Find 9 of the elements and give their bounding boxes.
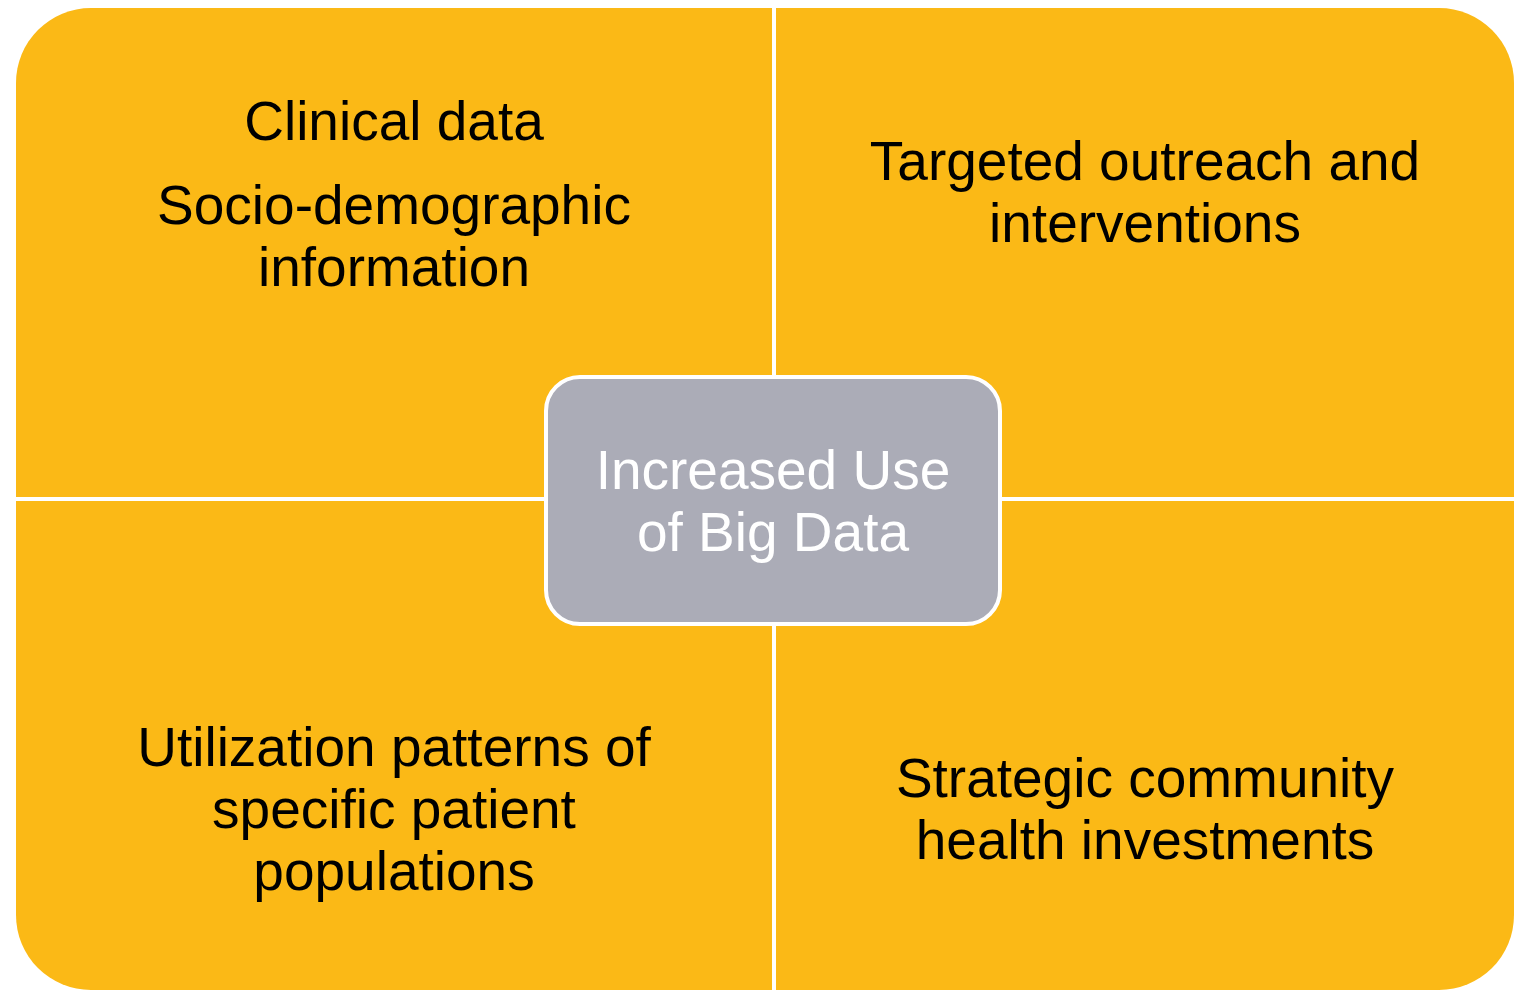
quadrant-text: Clinical data: [244, 90, 544, 152]
quadrant-text: Socio-demographic information: [156, 174, 632, 298]
center-box: [544, 375, 1002, 626]
quadrant-text: Utilization patterns of specific patient populations: [136, 716, 652, 902]
center-text: Increased Use of Big Data: [594, 438, 952, 563]
quadrant-text: Strategic community health investments: [894, 747, 1396, 871]
quadrant-text: Targeted outreach and interventions: [868, 130, 1422, 254]
quadrant-panel: [16, 501, 772, 990]
quadrant-panel: [776, 501, 1514, 990]
